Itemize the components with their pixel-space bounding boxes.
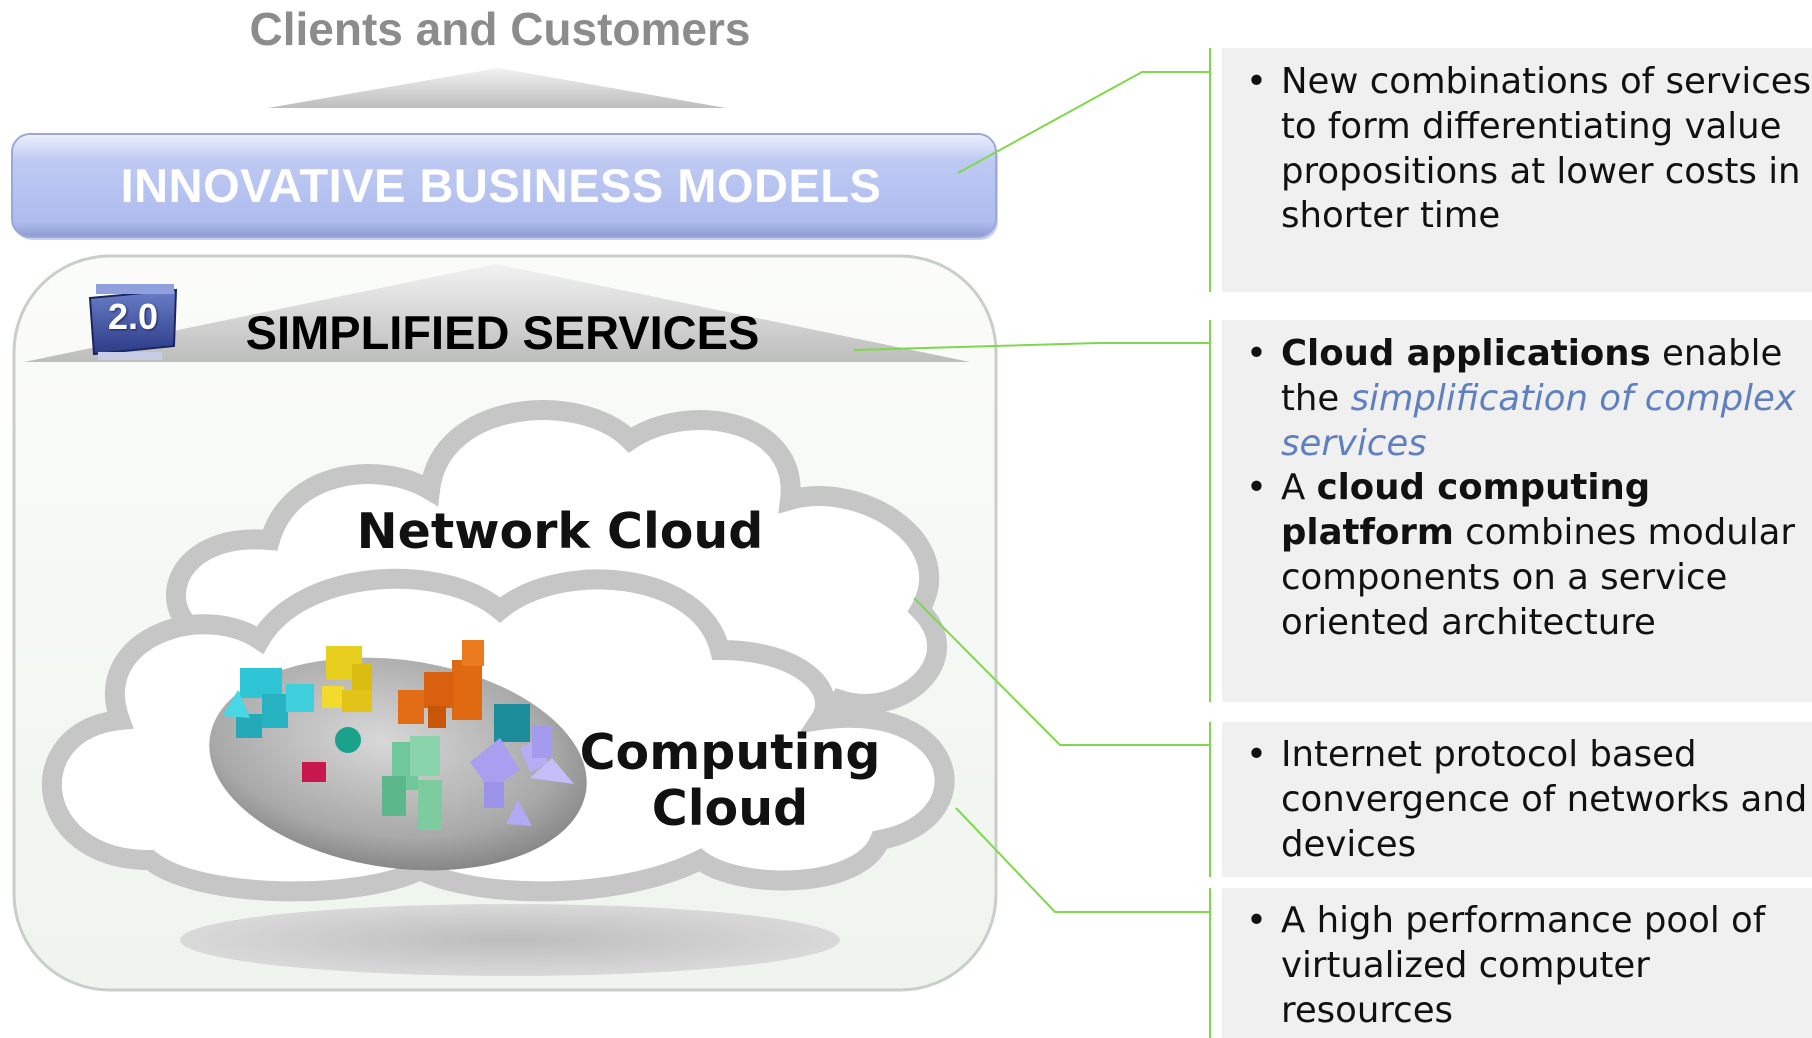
- innovative-business-models-label: INNOVATIVE BUSINESS MODELS: [120, 159, 882, 212]
- network-cloud-label: Network Cloud: [356, 503, 764, 560]
- connector-lines: [853, 48, 1211, 1038]
- network-cloud-description: Internet protocol based convergence of n…: [1222, 722, 1812, 877]
- business-models-description: New combinations of services to form dif…: [1222, 48, 1812, 292]
- list-item: Internet protocol based convergence of n…: [1222, 733, 1812, 867]
- list-item: A cloud computing platform combines modu…: [1222, 466, 1812, 645]
- innovative-business-models-banner: [11, 133, 997, 238]
- cloud-shadow: [180, 904, 840, 976]
- list-item: New combinations of services to form dif…: [1222, 60, 1812, 239]
- simplified-services-description: Cloud applications enable the simplifica…: [1222, 320, 1812, 702]
- computing-cloud-line1: Computing: [579, 724, 881, 781]
- simplified-services-arrow: [24, 264, 970, 362]
- list-item: Cloud applications enable the simplifica…: [1222, 332, 1812, 466]
- list-item: A high performance pool of virtualized c…: [1222, 899, 1812, 1033]
- highlight-text: simplification of complex services: [1281, 377, 1796, 464]
- badge-label: 2.0: [107, 296, 159, 337]
- computing-cloud-label: Computing Cloud: [575, 725, 885, 837]
- simplified-services-label: SIMPLIFIED SERVICES: [245, 306, 760, 359]
- cloud-platform-bold: cloud computing platform: [1281, 467, 1651, 554]
- cloud-apps-bold: Cloud applications: [1281, 333, 1651, 374]
- clients-customers-title: Clients and Customers: [249, 3, 751, 55]
- clients-arrow: [268, 68, 726, 108]
- modular-components: [222, 640, 574, 830]
- computing-cloud-description: A high performance pool of virtualized c…: [1222, 888, 1812, 1038]
- web-2-0-badge: 2.0: [84, 280, 182, 364]
- computing-cloud-line2: Cloud: [651, 780, 809, 837]
